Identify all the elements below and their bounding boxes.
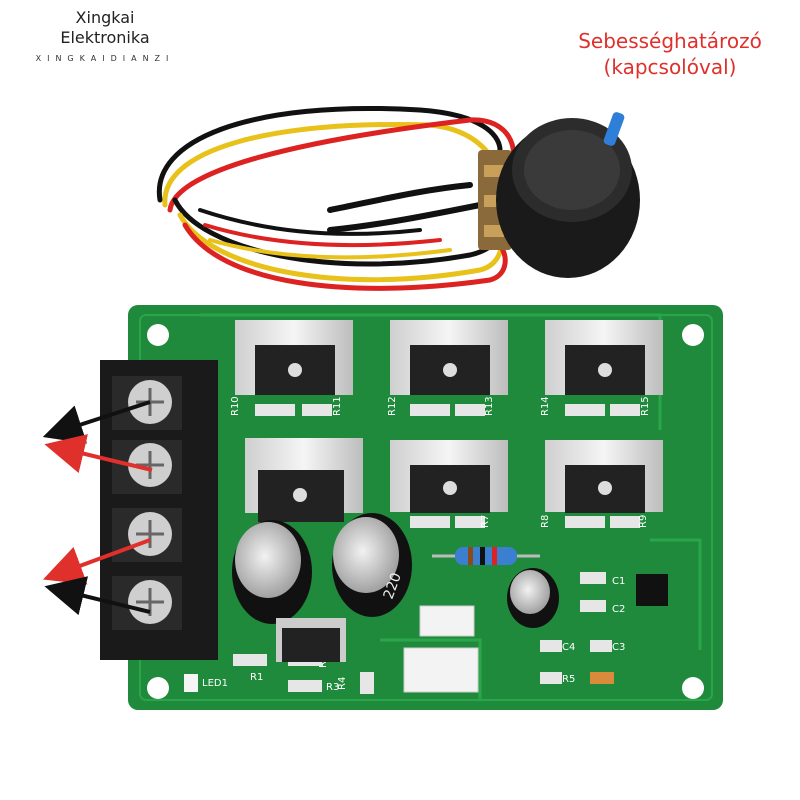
caption-line2: (kapcsolóval): [603, 55, 737, 79]
label-r4: R4: [337, 677, 348, 690]
electrolytic-capacitors: 220: [232, 513, 559, 628]
arrow-red-bottom: [42, 538, 151, 585]
mosfet-heatsinks: [235, 320, 663, 522]
brand-logo: Xingkai Elektronika XINGKAIDIANZI: [0, 8, 210, 63]
screw-terminal-block: [100, 360, 218, 660]
wire-connectors: [403, 605, 479, 693]
label-r12: R12: [387, 396, 398, 416]
label-r14: R14: [540, 396, 551, 416]
caption-line1: Sebességhatározó: [578, 29, 762, 53]
brand-name-line1: Xingkai: [75, 8, 135, 27]
axial-resistor: [432, 547, 540, 565]
arrow-black-top: [42, 400, 151, 444]
brand-tagline: XINGKAIDIANZI: [35, 54, 175, 63]
label-r5: R5: [562, 674, 575, 685]
label-r11: R11: [332, 396, 343, 416]
label-r7: R7: [480, 515, 491, 528]
arrow-red-top: [44, 434, 153, 474]
label-c3: C3: [612, 642, 625, 653]
potentiometer-knob: [478, 112, 640, 278]
label-led1: LED1: [202, 678, 228, 689]
label-r13: R13: [484, 396, 495, 416]
label-r9: R9: [638, 515, 649, 528]
label-c4: C4: [562, 642, 575, 653]
label-r15: R15: [640, 396, 651, 416]
label-c1: C1: [612, 576, 625, 587]
terminal-arrows: [42, 400, 153, 616]
pcb-silkscreen-labels: R10 R11 R12 R13 R14 R15 R7 R8 R9 C1 C2 C…: [202, 396, 651, 693]
label-r3: R3: [326, 682, 339, 693]
voltage-regulator: [276, 618, 346, 662]
product-caption: Sebességhatározó (kapcsolóval): [560, 28, 780, 80]
label-c2: C2: [612, 604, 625, 615]
terminal-screw-3: [112, 508, 182, 562]
label-r10: R10: [230, 396, 241, 416]
label-r1: R1: [250, 672, 263, 683]
terminal-screw-2: [112, 440, 182, 494]
wire-bundle: [156, 105, 517, 291]
brand-name-line2: Elektronika: [60, 28, 150, 47]
smd-resistor-rows: [255, 404, 640, 528]
terminal-screw-4: [112, 576, 182, 630]
smd-components: [184, 572, 668, 694]
arrow-black-bottom: [44, 576, 151, 616]
label-r8: R8: [540, 515, 551, 528]
